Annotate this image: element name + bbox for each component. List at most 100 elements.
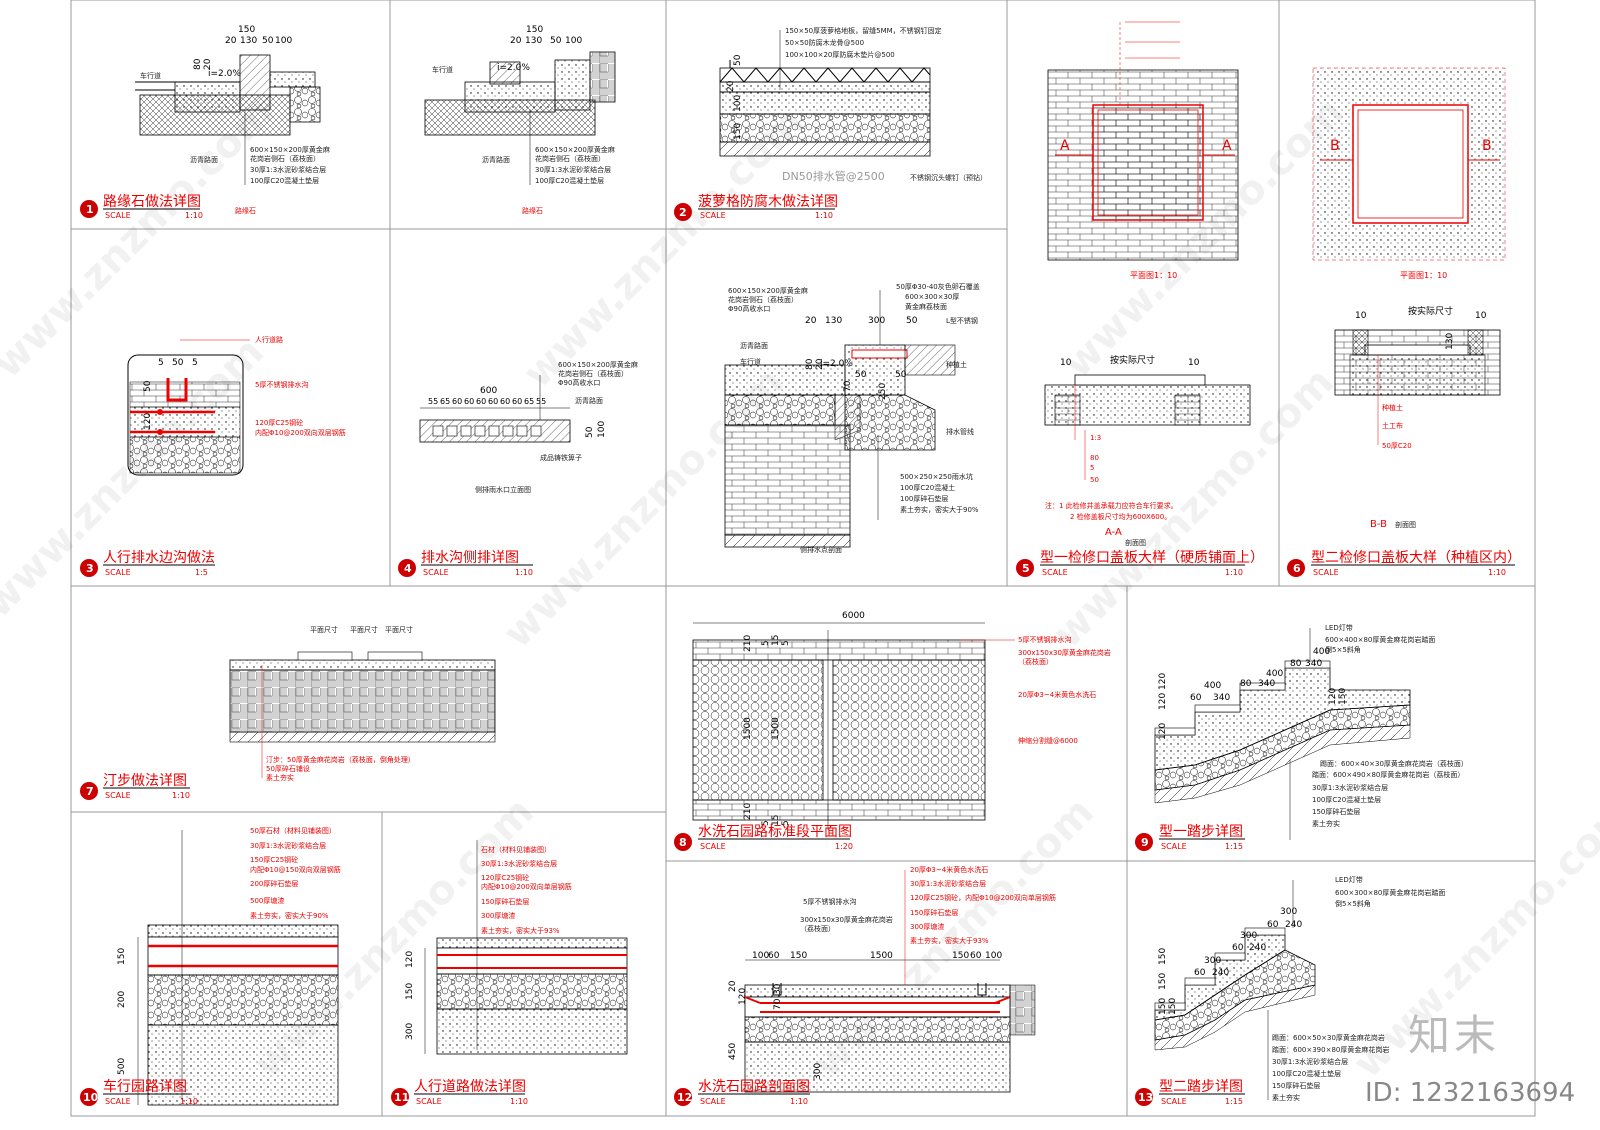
panel-12-washed-stone-section: 100 60 150 1500 150 60 100 20 120 30 70 … [674, 865, 1056, 1106]
dim: 150 [1338, 688, 1348, 705]
dim: 70 [843, 380, 853, 392]
dim: 400 [1266, 669, 1283, 679]
scale-label: SCALE [700, 842, 726, 851]
note: 600×300×80厚黄金麻花岗岩踏面 [1335, 888, 1445, 897]
detail-number: 3 [86, 562, 94, 575]
sub-label: 侧排水点剖面 [800, 545, 842, 554]
dim: 55 [536, 397, 546, 406]
dim: 120 [1328, 688, 1338, 705]
note: Φ90高收水口 [728, 304, 770, 313]
note: 120厚C25钢砼 [255, 418, 303, 427]
detail-title: 排水沟侧排详图 [421, 550, 519, 566]
note: 100厚C20混凝土垫层 [1312, 795, 1381, 804]
watermark-text: www.znzmo.com [0, 329, 273, 627]
dim: 60 [452, 397, 462, 406]
label: 车行道 [740, 357, 761, 366]
scale-label: SCALE [1161, 842, 1187, 851]
detail-title: 汀步做法详图 [103, 773, 187, 789]
dim: 20 [203, 58, 213, 70]
dim: 60 [464, 397, 474, 406]
note: 人行道路 [255, 335, 283, 344]
dim: 50 [172, 358, 184, 368]
note: 倒5×5斜角 [1325, 645, 1361, 654]
note: 种植土 [1382, 403, 1403, 412]
note: 踏面：600×490×80厚黄金麻花岗岩（荔枝面） [1312, 770, 1464, 779]
dim: 30 [773, 983, 783, 995]
dim: 150 [405, 983, 415, 1000]
panel-11-pedestrian-path: 120 150 300 石材（材料见铺装图） 30厚1:3水泥砂浆结合层 120… [391, 840, 628, 1106]
dim: 120 [1158, 723, 1168, 740]
note: 50厚碎石铺设 [266, 764, 310, 773]
scale-label: SCALE [416, 1097, 442, 1106]
note: LED灯带 [1335, 875, 1363, 884]
dim: 240 [1212, 968, 1229, 978]
note: 50厚C20 [1382, 442, 1412, 450]
dim: 600 [480, 386, 497, 396]
scale-label: SCALE [423, 568, 449, 577]
note: 倒5×5斜角 [1335, 899, 1371, 908]
note: 300x150x30厚黄金麻花岗岩 [800, 915, 893, 924]
note: 花岗岩侧石（荔枝面） [558, 369, 628, 378]
dim: 80 [193, 58, 203, 70]
dim: 1500 [870, 951, 893, 961]
dim: 500 [117, 1058, 127, 1075]
label: 车行道 [140, 71, 161, 80]
dim: 1500 [771, 717, 781, 740]
detail-title: 菠萝格防腐木做法详图 [698, 193, 838, 210]
detail-number: 7 [86, 785, 94, 798]
scale-ratio: 1:10 [1488, 568, 1506, 577]
sub-label: 路缘石 [522, 206, 543, 215]
panel-5-inspection-cover-1: A A 平面图1：10 10 按实际尺寸 10 1:3 80 5 50 注：1 … [1016, 21, 1264, 577]
detail-number: 9 [1141, 836, 1149, 849]
slope: i=2.0% [820, 359, 853, 369]
detail-title: 车行园路详图 [103, 1078, 187, 1095]
panel-frames [70, 0, 1536, 1117]
slope: i=2.0% [208, 69, 241, 79]
dim: 10 [1355, 311, 1367, 321]
scale-label: SCALE [1313, 568, 1339, 577]
dim: 10 [1188, 358, 1200, 368]
note: 踏面：600×390×80厚黄金麻花岗岩 [1272, 1045, 1389, 1054]
note: 100×100×20厚防腐木垫片@500 [785, 50, 895, 59]
label: 车行道 [432, 65, 453, 74]
note: 100厚碎石垫层 [900, 494, 948, 503]
section-mark: A [1222, 138, 1232, 154]
sub-label: 路缘石 [235, 206, 256, 215]
note: 2 检修盖板尺寸均为600X600。 [1070, 512, 1171, 521]
scale-ratio: 1:10 [815, 211, 833, 220]
detail-number: 13 [1138, 1091, 1153, 1104]
dim: 5 [761, 640, 771, 646]
scale-label: SCALE [1161, 1097, 1187, 1106]
dim: 80 [805, 358, 815, 370]
dim: 150 [790, 951, 807, 961]
dim: 80 [1240, 679, 1252, 689]
scale-ratio: 1:10 [1225, 568, 1243, 577]
dim: 20 [805, 316, 817, 326]
dim: 60 [488, 397, 498, 406]
detail-title: 型二踏步详图 [1159, 1079, 1243, 1095]
note: 50厚石材（材料见铺装图） [250, 826, 336, 835]
layer-label: 50 [1090, 476, 1099, 484]
dim: 15 [771, 815, 781, 826]
dim: 6000 [842, 611, 865, 621]
scale-label: SCALE [105, 1097, 131, 1106]
note: 不锈钢沉头螺钉（预钻） [910, 173, 987, 182]
dim: 平面尺寸 [350, 625, 378, 634]
dim: 240 [1285, 920, 1302, 930]
note: 150厚碎石垫层 [1272, 1081, 1320, 1090]
dim: 60 [768, 951, 780, 961]
dim: 50 [585, 426, 595, 438]
note: 素土夯实，密实大于90% [900, 505, 979, 514]
detail-number: 5 [1022, 562, 1030, 575]
scale-ratio: 1:10 [515, 568, 533, 577]
dim: 150 [526, 25, 543, 35]
dim: 120 [405, 951, 415, 968]
scale-ratio: 1:10 [172, 791, 190, 800]
note: LED灯带 [1325, 623, 1353, 632]
sub-label: B-B [1370, 519, 1387, 530]
dim: 150 [1158, 973, 1168, 990]
dim: 150 [238, 25, 255, 35]
detail-title: 型一检修口盖板大样（硬质铺面上） [1040, 550, 1264, 566]
note: 200厚碎石垫层 [250, 879, 298, 888]
note: 注：1 此检修井盖承载力应符合车行要求。 [1045, 501, 1178, 510]
